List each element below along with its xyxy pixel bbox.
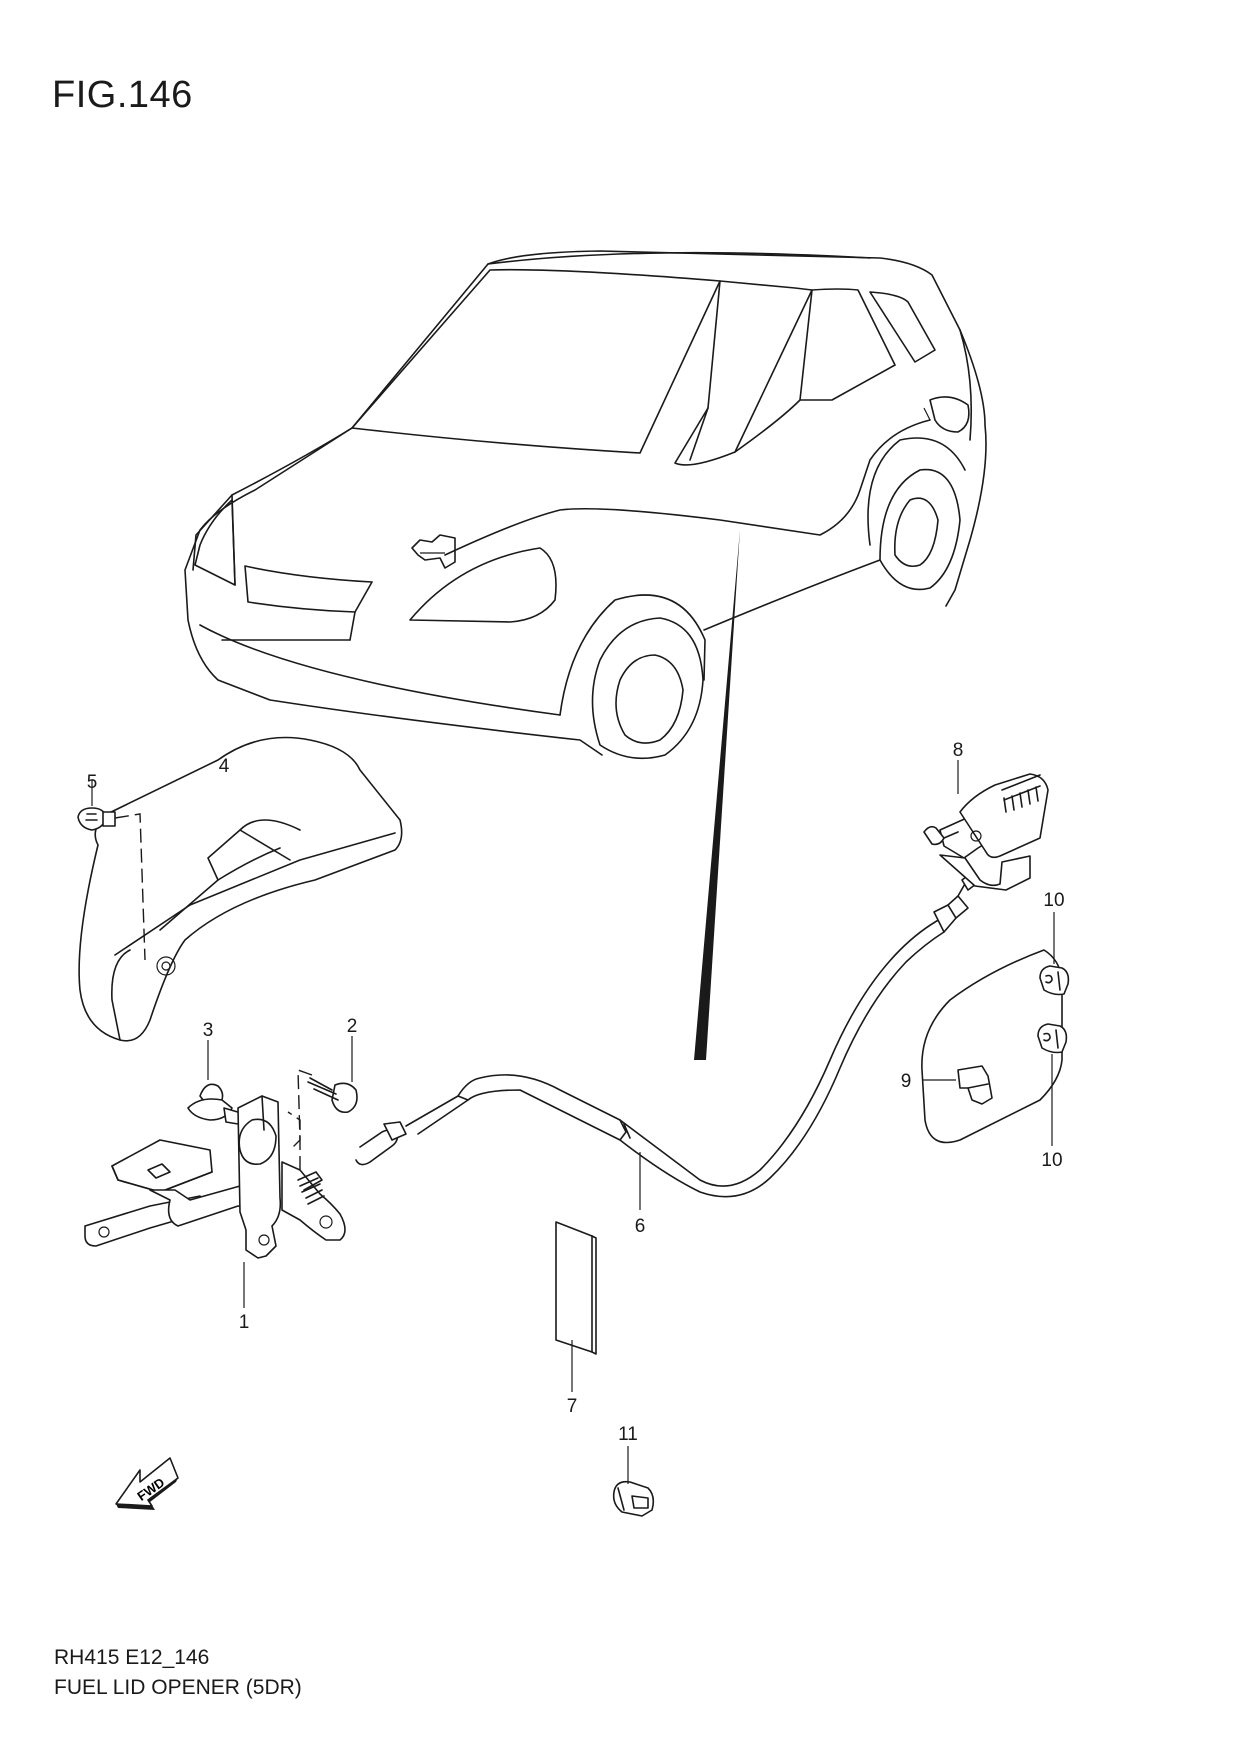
part-5-rivet	[77, 780, 146, 961]
callout-7: 7	[567, 1396, 578, 1417]
part-8-opener	[923, 760, 1049, 891]
part-7-label	[555, 1221, 597, 1392]
callout-9: 9	[901, 1071, 912, 1092]
callout-2: 2	[347, 1016, 358, 1037]
part-10-bumper-upper	[1039, 912, 1070, 996]
fwd-arrow-icon: FWD	[115, 1457, 179, 1510]
callout-3: 3	[203, 1020, 214, 1041]
diagram-code: RH415 E12_146	[54, 1646, 210, 1669]
callout-6: 6	[635, 1216, 646, 1237]
location-leader	[694, 530, 740, 1060]
diagram-name: FUEL LID OPENER (5DR)	[54, 1676, 302, 1699]
part-4-cover	[78, 736, 403, 1042]
figure-title: FIG.146	[52, 74, 193, 116]
callout-10-lower: 10	[1041, 1150, 1062, 1171]
part-11-grommet	[612, 1446, 655, 1517]
callout-5: 5	[87, 772, 98, 793]
part-1-lever	[84, 1095, 346, 1308]
callout-10-upper: 10	[1043, 890, 1064, 911]
vehicle-outline	[184, 250, 987, 760]
part-9-holder	[922, 1065, 993, 1105]
callout-1: 1	[239, 1312, 250, 1333]
part-10-bumper-lower	[1037, 1023, 1068, 1146]
callout-8: 8	[953, 740, 964, 761]
callout-11: 11	[618, 1424, 638, 1445]
part-6-cable	[355, 873, 977, 1210]
callout-4: 4	[219, 756, 230, 777]
part-2-screw	[289, 1036, 358, 1151]
